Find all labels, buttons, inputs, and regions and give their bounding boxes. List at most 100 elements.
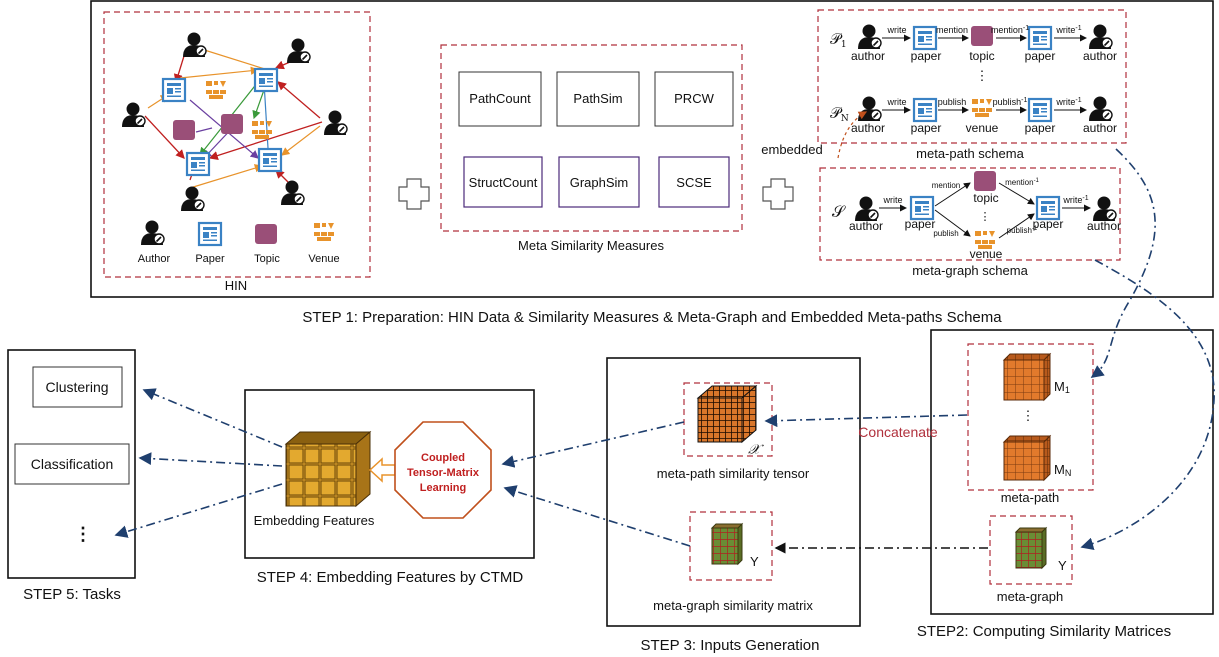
legend-paper-icon xyxy=(197,221,223,247)
measures-label: Meta Similarity Measures xyxy=(518,238,664,253)
measure-structcount xyxy=(463,156,543,208)
edge-label: mention xyxy=(932,181,960,190)
embedding-features-block xyxy=(284,430,372,508)
m1-label: M1 xyxy=(1054,379,1070,395)
mn-cube xyxy=(1002,434,1052,482)
step1-caption: STEP 1: Preparation: HIN Data & Similari… xyxy=(302,309,1002,326)
pn-symbol: 𝒫N xyxy=(830,104,849,124)
meta-path-label: meta-path xyxy=(1001,490,1060,505)
mp-author-icon xyxy=(857,23,882,50)
hin-paper-icon xyxy=(161,77,187,103)
mp-venue-icon xyxy=(972,99,992,117)
step5-frame xyxy=(7,349,136,579)
y-label: Y xyxy=(750,554,759,569)
hin-paper-icon xyxy=(257,147,283,173)
node-label: paper xyxy=(1025,121,1056,135)
hin-venue-icon xyxy=(252,121,272,139)
mp-author-icon xyxy=(1088,23,1113,50)
measure-label: PathSim xyxy=(573,91,622,106)
measure-scse xyxy=(658,156,730,208)
flow-arrow xyxy=(142,388,283,448)
clustering-task xyxy=(32,366,123,408)
flow-arrow xyxy=(138,452,283,467)
step2-frame xyxy=(930,329,1214,615)
step1-frame xyxy=(90,0,1214,298)
vdots: ⋮ xyxy=(976,68,989,83)
step3-caption: STEP 3: Inputs Generation xyxy=(641,637,820,654)
mg-author-icon xyxy=(854,195,879,222)
measure-graphsim xyxy=(558,156,640,208)
mp-paper-icon xyxy=(1027,25,1053,51)
y-matrix-step3 xyxy=(710,522,744,566)
octagon-text: Coupled xyxy=(421,452,465,464)
node-label: author xyxy=(1083,49,1117,63)
octagon-text: Tensor-Matrix xyxy=(407,467,480,479)
node-label: venue xyxy=(970,247,1003,261)
node-label: topic xyxy=(969,49,994,63)
clustering-label: Clustering xyxy=(45,379,108,395)
measure-label: StructCount xyxy=(469,175,538,190)
node-label: author xyxy=(851,121,885,135)
edge-label: mention-1 xyxy=(991,25,1029,35)
hin-dashed-box xyxy=(103,11,371,278)
p1-symbol: 𝒫1 xyxy=(830,30,847,50)
measure-label: PRCW xyxy=(674,91,714,106)
node-label: author xyxy=(849,219,883,233)
tensor-label: meta-path similarity tensor xyxy=(657,466,810,481)
meta-graph-dashed-box xyxy=(819,167,1121,261)
hin-label: HIN xyxy=(225,278,247,293)
step4-caption: STEP 4: Embedding Features by CTMD xyxy=(257,569,524,586)
hin-author-icon xyxy=(180,185,205,212)
measure-label: GraphSim xyxy=(570,175,629,190)
legend-topic-icon xyxy=(255,224,277,244)
hin-topic-icon xyxy=(221,114,243,134)
edge-label: mention-1 xyxy=(1005,178,1039,187)
flow-arrow xyxy=(501,421,685,468)
s-symbol: 𝒮 xyxy=(832,202,846,221)
vdots: ⋮ xyxy=(980,211,991,223)
step5-caption: STEP 5: Tasks xyxy=(23,586,121,603)
edge-label: mention xyxy=(936,25,968,35)
edge-label: write-1 xyxy=(1062,195,1088,205)
measures-dashed-box xyxy=(440,44,743,232)
plus-icon xyxy=(398,178,430,210)
concatenate-label: Concatenate xyxy=(858,424,938,440)
meta-path-dashed-box xyxy=(817,9,1127,144)
measure-label: SCSE xyxy=(676,175,712,190)
mp-author-icon xyxy=(857,95,882,122)
node-label: paper xyxy=(911,49,942,63)
flow-arrow xyxy=(764,414,968,428)
edge-label: publish xyxy=(938,97,967,107)
x-label: 𝒳 xyxy=(748,442,764,458)
embedded-arrow xyxy=(837,111,868,159)
measure-pathsim xyxy=(556,71,640,127)
legend-paper-label: Paper xyxy=(195,253,225,265)
mg-paper-icon xyxy=(909,195,935,221)
edge-label: write xyxy=(886,97,906,107)
meta-graph-schema-panel: 𝒮 write mention publish mention-1 publis… xyxy=(819,167,1121,278)
tensor-cube xyxy=(696,384,758,444)
mp-paper-icon xyxy=(912,97,938,123)
meta-path-matrices-box xyxy=(967,343,1094,491)
measure-pathcount xyxy=(458,71,542,127)
measure-label: PathCount xyxy=(469,91,531,106)
meta-graph-matrix-box xyxy=(989,515,1073,585)
edge-label: write-1 xyxy=(1055,25,1081,35)
measures-panel: PathCount PathSim PRCW StructCount Graph… xyxy=(440,44,743,253)
legend-topic-label: Topic xyxy=(254,253,280,265)
edge-label: publish-1 xyxy=(1007,226,1038,235)
legend-venue-label: Venue xyxy=(308,253,339,265)
embedded-label: embedded xyxy=(761,142,822,157)
classification-label: Classification xyxy=(31,456,113,472)
meta-graph-schema-label: meta-graph schema xyxy=(912,263,1028,278)
flow-arrow xyxy=(1090,148,1156,378)
mp-author-icon xyxy=(1088,95,1113,122)
node-label: paper xyxy=(911,121,942,135)
mg-paper-icon xyxy=(1035,195,1061,221)
y-label: Y xyxy=(1058,558,1067,573)
ctmd-octagon xyxy=(394,421,492,519)
more-tasks-dots: ⋮ xyxy=(74,524,92,544)
classification-task xyxy=(14,443,130,485)
flow-arrow xyxy=(1080,259,1215,550)
